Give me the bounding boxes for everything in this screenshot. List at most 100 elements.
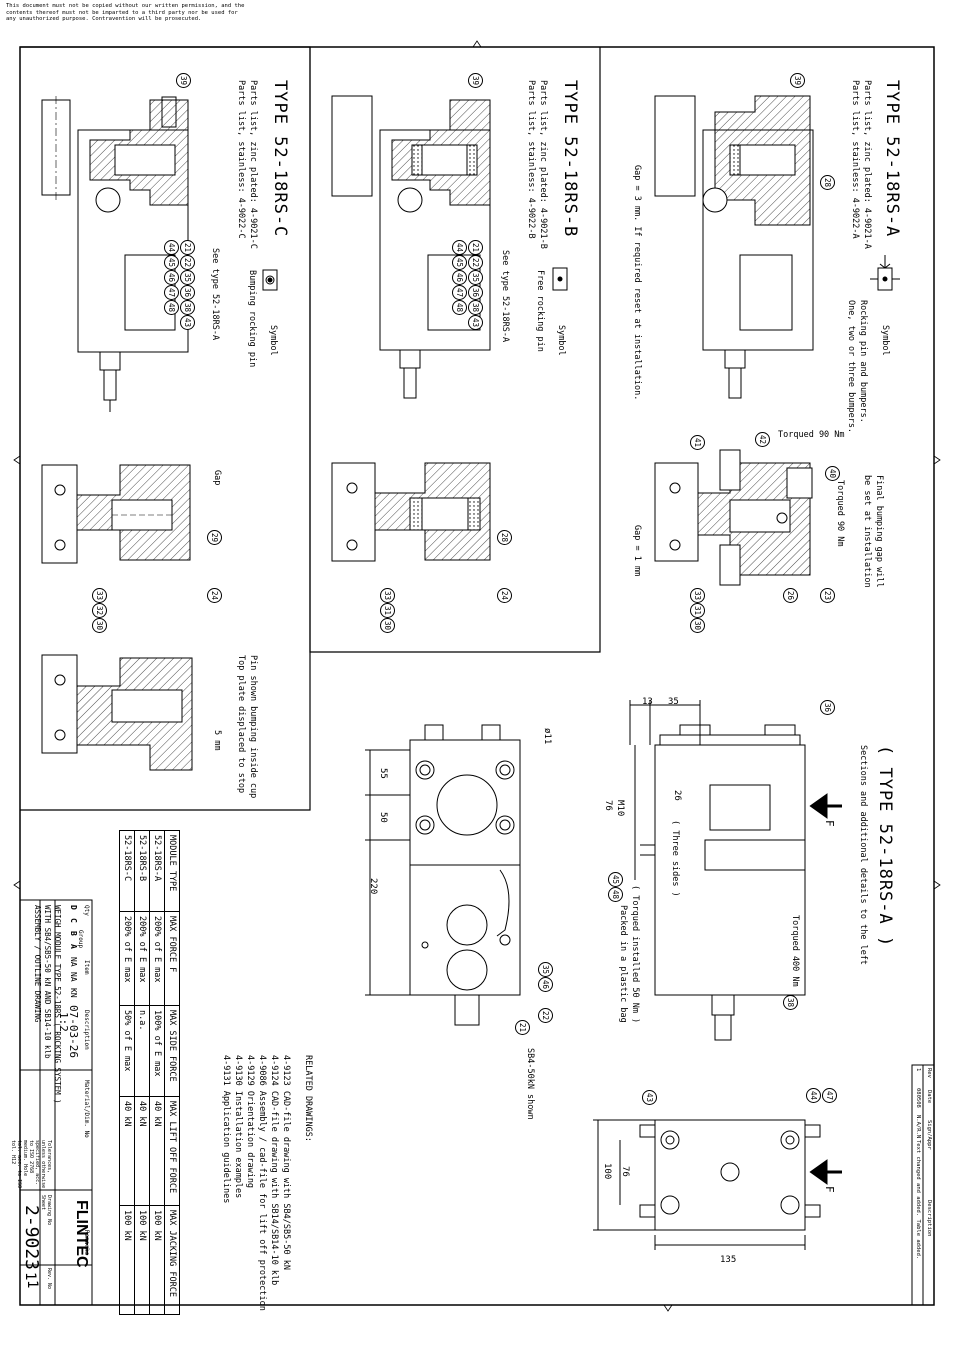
center-marks (13, 40, 941, 1312)
module-table: MODULE TYPE MAX FORCE F MAX SIDE FORCE M… (119, 830, 180, 1315)
drawing-no-label: Drawing No (46, 1195, 52, 1226)
item-balloon: 30 (380, 618, 395, 633)
three-sides: ( Three sides ) (670, 820, 680, 897)
type-a-symbol-label: Symbol (880, 325, 890, 356)
force-label-end: F (823, 1186, 836, 1193)
dim-50: 50 (378, 812, 388, 823)
item-balloon: 47 (164, 285, 179, 300)
item-balloon: 33 (690, 588, 705, 603)
type-a-main-view (654, 95, 814, 399)
force-label-side: F (823, 820, 836, 827)
dim-26: 26 (672, 790, 682, 801)
item-balloon: 24 (497, 588, 512, 603)
panel-b-frame (309, 47, 601, 653)
type-a-bump-note2: be set at installation (862, 475, 872, 588)
item-balloon: 28 (497, 530, 512, 545)
type-c-main-view (41, 96, 189, 412)
item-balloon: 45 (608, 872, 623, 887)
type-a-parts-stainless: Parts list, stainless: 4-9022-A (850, 80, 860, 239)
group-letter: A (69, 944, 78, 949)
item-balloon: 47 (822, 1088, 837, 1103)
group-letter: B (69, 931, 78, 936)
sheet-number: 1 (22, 1272, 38, 1281)
type-c-title: TYPE 52-18RS-C (270, 80, 290, 238)
packed-note: Packed in a plastic bag (618, 905, 628, 1023)
type-c-dim-5mm: 5 mm (212, 730, 222, 751)
item-balloon: 35 (468, 270, 483, 285)
rev-sign-header: Sign/Appr (926, 1120, 932, 1150)
table-header: MAX JACKING FORCE (164, 1205, 180, 1315)
remarks-header: Remarks (83, 1230, 90, 1256)
type-c-pin-note2: Top plate displaced to stop (236, 655, 246, 794)
group-letter: D (69, 905, 78, 910)
item-balloon: 46 (538, 977, 553, 992)
type-c-detail-2 (41, 654, 193, 771)
type-a-symbol (870, 255, 900, 291)
rev-header: Rev (926, 1068, 932, 1078)
item-balloon: 39 (790, 73, 805, 88)
item-balloon: 33 (380, 588, 395, 603)
related-title: RELATED DRAWINGS: (303, 1055, 313, 1142)
item-balloon: 33 (92, 588, 107, 603)
item-balloon: 46 (452, 270, 467, 285)
type-c-see-type: See type 52-18RS-A (210, 248, 220, 341)
dim-220: 220 (368, 878, 378, 895)
item-balloon: 38 (468, 300, 483, 315)
torque-50: ( Torqued installed 50 Nm ) (630, 885, 640, 1024)
table-row: 52-18RS-B 200% of E max n.a. 40 kN 100 k… (134, 830, 150, 1315)
force-arrow-side (809, 793, 842, 819)
rev-label: Rev. No (46, 1268, 52, 1290)
rev-date: 080508 (915, 1088, 921, 1108)
dim-76-side: 76 (603, 800, 613, 811)
type-c-detail-1 (41, 464, 191, 564)
item-balloon: 48 (452, 300, 467, 315)
item-balloon: 36 (468, 285, 483, 300)
item-balloon: 21 (468, 240, 483, 255)
sections-title: ( TYPE 52-18RS-A ) (875, 745, 895, 948)
item-balloon: 44 (452, 240, 467, 255)
related-item: 4-9086 Assembly / cad-file for lift off … (257, 1055, 267, 1311)
dim-135: 135 (720, 1255, 737, 1265)
sections-subtitle: Sections and additional details to the l… (858, 745, 868, 966)
related-item: 4-9129 Orientation drawing (245, 1055, 255, 1189)
end-view-drawing (593, 1119, 821, 1250)
related-item: 4-9123 CAD-file drawing with SB4/SB5-50 … (281, 1055, 291, 1270)
dim-dia11: ø11 (542, 728, 552, 745)
material-header: Material/Dim. No (83, 1080, 90, 1138)
item-balloon: 44 (806, 1088, 821, 1103)
type-c-symbol (262, 269, 278, 291)
type-c-parts-zinc: Parts list, zinc plated: 4-9021-C (248, 80, 258, 249)
item-balloon: 31 (690, 603, 705, 618)
item-balloon: 21 (515, 1020, 530, 1035)
type-c-symbol-desc: Bumping rocking pin (247, 270, 257, 368)
type-a-gap-note: Gap = 3 mm. If required reset at install… (632, 165, 642, 401)
group-letter: C (69, 918, 78, 923)
type-c-symbol-label: Symbol (268, 325, 278, 356)
item-balloon: 43 (180, 315, 195, 330)
table-row: 52-18RS-C 200% of E max 50% of E max 40 … (119, 830, 135, 1315)
dim-76-end: 76 (620, 1166, 630, 1177)
item-balloon: 29 (207, 530, 222, 545)
item-balloon: 35 (538, 962, 553, 977)
item-balloon: 26 (783, 588, 798, 603)
force-arrow-end (809, 1159, 842, 1185)
type-a-detail (654, 449, 813, 586)
item-balloon: 46 (164, 270, 179, 285)
dim-35: 35 (668, 697, 679, 707)
table-header: MAX SIDE FORCE (164, 1005, 180, 1097)
item-balloon: 30 (690, 618, 705, 633)
type-b-detail (331, 462, 491, 562)
rev-sign: N.A/R.N (915, 1115, 921, 1139)
group-header: Group (77, 930, 84, 949)
table-header: MAX FORCE F (164, 911, 180, 1006)
type-a-symbol-desc: Rocking pin and bumpers. (858, 300, 868, 423)
type-b-symbol-label: Symbol (556, 325, 566, 356)
type-b-see-type: See type 52-18RS-A (500, 250, 510, 343)
type-a-parts-zinc: Parts list, zinc plated: 4-9021-A (862, 80, 872, 249)
title-block-frame (19, 899, 93, 1306)
item-balloon: 23 (820, 588, 835, 603)
type-c-pin-note1: Pin shown bumping inside cup (248, 655, 258, 799)
tolerances-note: Tolerances, unless otherwise specified, … (10, 1140, 52, 1189)
related-item: 4-9131 Application guidelines (221, 1055, 231, 1204)
